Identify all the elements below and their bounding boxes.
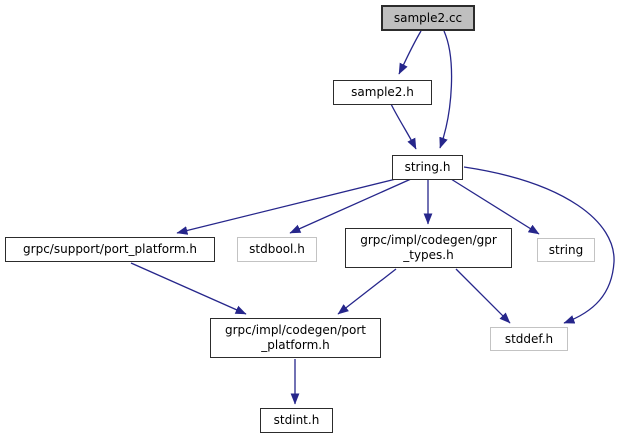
edge-stringh-to-grpc-support-port-platform [176,178,397,235]
node-sample2cc[interactable]: sample2.cc [381,5,475,31]
node-gpr-types-line1: grpc/impl/codegen/gpr [360,233,497,247]
node-stdint[interactable]: stdint.h [260,408,333,433]
edge-sample2h-to-stringh [390,103,417,150]
edge-stringh-to-stdbool [289,178,412,234]
edge-stringh-to-stddef [463,166,615,324]
edge-stringh-to-string [450,178,540,235]
node-codegen-port-platform[interactable]: grpc/impl/codegen/port _platform.h [210,318,381,358]
node-sample2h[interactable]: sample2.h [333,80,432,105]
node-gpr-types-line2: _types.h [403,248,454,262]
node-stddef[interactable]: stddef.h [490,327,568,351]
edge-gpr-types-to-codegen-port-platform [337,268,397,315]
edge-gpr-types-to-stddef [455,268,511,324]
edge-grpc-support-port-platform-to-codegen-port-platform [130,262,247,315]
node-codegen-port-platform-line2: _platform.h [261,338,330,352]
node-stringh[interactable]: string.h [392,155,463,180]
node-stdbool[interactable]: stdbool.h [237,237,317,262]
node-codegen-port-platform-line1: grpc/impl/codegen/port [224,323,366,337]
edge-sample2cc-to-stringh [439,30,453,149]
node-string[interactable]: string [537,238,595,262]
node-grpc-support-port-platform[interactable]: grpc/support/port_platform.h [5,237,215,262]
node-gpr-types[interactable]: grpc/impl/codegen/gpr _types.h [345,228,512,268]
edge-sample2cc-to-sample2h [398,30,422,75]
